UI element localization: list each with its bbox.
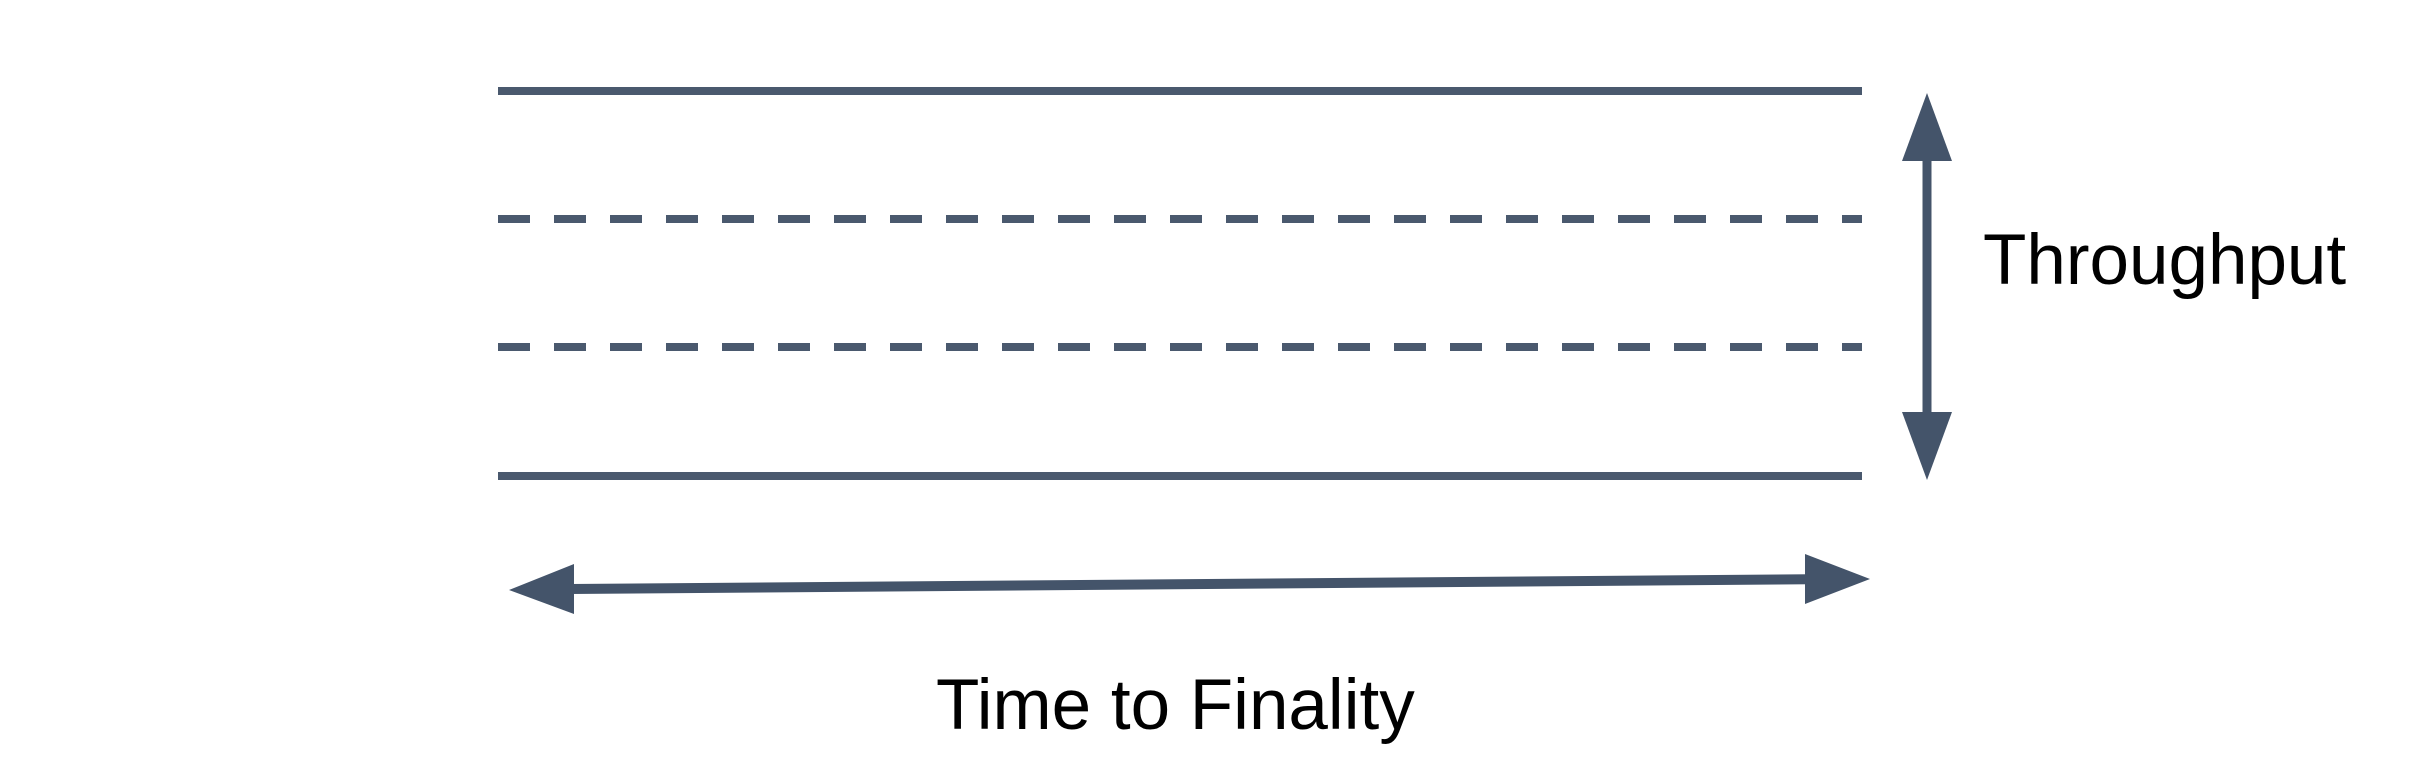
throughput-arrowhead-down-icon [1902,412,1952,480]
time-to-finality-label: Time to Finality [936,666,1415,745]
throughput-arrowhead-up-icon [1902,93,1952,161]
lanes-group [498,87,1862,480]
throughput-label: Throughput [1983,221,2347,300]
time-to-finality-double-arrow-icon [509,554,1870,614]
throughput-double-arrow-icon [1902,93,1952,480]
time-to-finality-arrowhead-left-icon [509,564,574,614]
time-to-finality-arrowhead-right-icon [1805,554,1870,604]
time-to-finality-arrow-shaft [569,574,1810,594]
